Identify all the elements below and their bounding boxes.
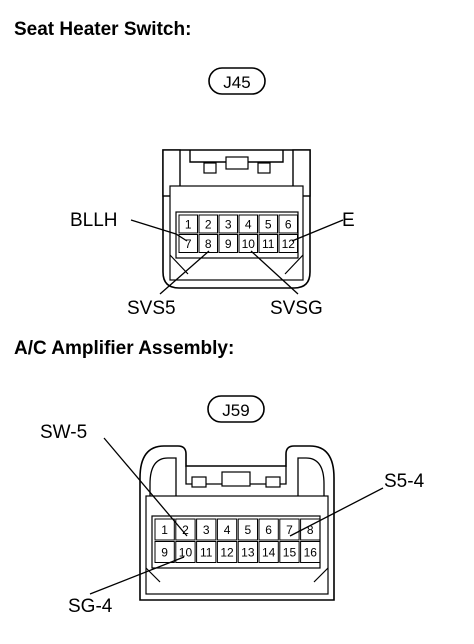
leader-s54	[289, 487, 384, 537]
leader-sw5	[103, 437, 188, 537]
leader-sg4	[89, 556, 185, 595]
pin-number: 1	[185, 218, 192, 232]
connector-id-label: J59	[222, 401, 249, 420]
pin-number: 9	[225, 237, 232, 251]
pin-cell	[278, 214, 298, 234]
pin-cell	[258, 234, 278, 253]
key-notch	[203, 162, 217, 174]
pin-number: 5	[245, 523, 252, 537]
bevel-line	[313, 567, 329, 583]
callout-s54: S5-4	[384, 471, 425, 492]
pin-number: 12	[220, 546, 234, 560]
leader-e	[291, 219, 344, 242]
pin-cell	[178, 214, 198, 234]
pin-number: 13	[241, 546, 255, 560]
pin-cell	[278, 234, 298, 253]
pin-cell	[216, 541, 238, 563]
left-latch	[149, 457, 177, 512]
pin-cell	[238, 234, 258, 253]
ac-amplifier-heading: A/C Amplifier Assembly:	[14, 338, 235, 359]
pin-cell	[218, 234, 238, 253]
pin-number: 15	[283, 546, 297, 560]
pin-number: 4	[224, 523, 231, 537]
leader-bllh	[130, 219, 188, 242]
connector-id-badge	[208, 67, 266, 95]
pin-cell	[196, 541, 217, 563]
bevel-line	[169, 254, 189, 275]
pin-cell	[216, 518, 238, 541]
pin-cell	[279, 518, 300, 541]
connector-id-badge	[207, 395, 265, 423]
pin-cell	[258, 214, 278, 234]
pin-cell	[279, 541, 300, 563]
pin-number: 9	[161, 546, 168, 560]
pin-number: 7	[185, 237, 192, 251]
pin-number: 10	[242, 237, 256, 251]
pin-cell	[198, 214, 218, 234]
pin-cell	[175, 518, 196, 541]
pin-number: 2	[182, 523, 189, 537]
pin-number: 11	[262, 237, 275, 251]
leader-svsg	[250, 250, 299, 295]
bevel-line	[145, 567, 161, 583]
pin-number: 10	[179, 546, 193, 560]
pin-cell	[154, 541, 175, 563]
seat-heater-switch-heading: Seat Heater Switch:	[14, 19, 192, 40]
pin-cell	[237, 541, 258, 563]
key-notch	[265, 476, 281, 488]
pin-cell	[300, 541, 321, 563]
leader-svs5	[159, 250, 210, 295]
pin-number: 16	[304, 546, 318, 560]
callout-e: E	[342, 210, 355, 231]
pin-number: 8	[307, 523, 314, 537]
key-notch	[191, 476, 207, 488]
pin-cell	[175, 541, 196, 563]
pin-cell	[258, 518, 279, 541]
callout-svs5: SVS5	[127, 298, 176, 319]
pin-number: 7	[286, 523, 293, 537]
bevel-line	[284, 254, 304, 275]
pin-number: 14	[262, 546, 276, 560]
pin-number: 8	[205, 237, 212, 251]
key-notch	[257, 162, 271, 174]
pin-number: 4	[245, 218, 252, 232]
pin-number: 1	[161, 523, 168, 537]
pin-number: 12	[282, 237, 296, 251]
pin-number: 2	[205, 218, 212, 232]
pin-cell	[237, 518, 258, 541]
pin-cell	[154, 518, 175, 541]
pin-number: 5	[265, 218, 272, 232]
pin-number: 3	[203, 523, 210, 537]
key-notch	[221, 471, 251, 487]
key-notch	[225, 156, 249, 170]
pin-cell	[218, 214, 238, 234]
pin-number: 6	[265, 523, 272, 537]
callout-sw5: SW-5	[40, 422, 87, 443]
connector-id-label: J45	[223, 73, 250, 92]
callout-svsg: SVSG	[270, 298, 323, 319]
pin-number: 11	[200, 546, 213, 560]
callout-sg4: SG-4	[68, 596, 113, 617]
pin-number: 3	[225, 218, 232, 232]
pin-cell	[196, 518, 217, 541]
pin-cell	[258, 541, 279, 563]
callout-bllh: BLLH	[70, 210, 118, 231]
right-latch	[297, 457, 325, 512]
pin-cell	[238, 214, 258, 234]
pin-cell	[300, 518, 321, 541]
pin-number: 6	[285, 218, 292, 232]
